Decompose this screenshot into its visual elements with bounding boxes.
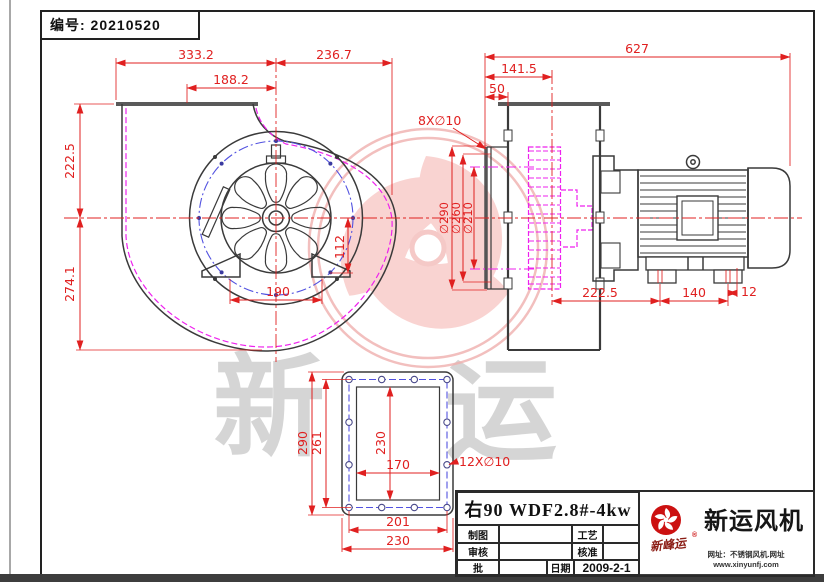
dim-side-bolt-d: ∅260 [449,202,463,234]
dimension-lines [64,53,802,553]
watermark-logo-icon [307,127,549,369]
lifting-eye [685,154,701,170]
right-foot [311,252,351,278]
dim-side-outlet-offset: 50 [489,81,505,96]
value-date: 2009-2-1 [574,560,639,575]
dim-front-total: 333.2 [178,47,214,62]
dim-flange-bolt-w: 201 [386,514,410,529]
leader-8x10 [452,127,487,150]
brand-fan-logo-icon [651,505,681,535]
dim-side-outlet-center: 141.5 [501,61,537,76]
dim-side-inlet-d: ∅210 [461,202,475,234]
label-ratified: 批 [457,560,499,575]
brand-web-url: www.xinyunfj.com [713,560,779,569]
dim-flange-holes: 12X∅10 [459,454,510,469]
dim-lines [76,53,791,553]
left-foot [201,252,241,278]
page-bottom-edge [0,574,824,582]
scroll-casing-outline [121,103,397,352]
dim-side-inlet-holes: 8X∅10 [418,113,461,128]
dim-flange-outer-h: 290 [295,431,310,455]
motor-foot-right [713,269,743,284]
motor-end-cap [747,167,791,269]
flange-inner [355,386,441,501]
motor-end-bracket [592,155,639,282]
dim-flange-outer-w: 230 [386,533,410,548]
dim-side-flange-d: ∅290 [437,202,451,234]
dim-front-footh: 112 [332,235,347,259]
flange-view [341,371,454,516]
value-ratified [499,560,547,575]
dimension-labels: 333.2 236.7 188.2 222.5 274.1 190 112 62… [62,41,757,548]
dim-side-foot-offset: 222.5 [582,285,618,300]
value-drafted [499,525,572,543]
leader-12x10 [448,458,460,465]
flange-outer [341,371,454,516]
dim-flange-inner-w: 170 [386,457,410,472]
brand-name: 新运风机 [704,509,804,535]
dim-front-right: 236.7 [316,47,352,62]
serial-number-box: 编号: 20210520 [40,10,200,40]
dim-flange-inner-h: 230 [373,431,388,455]
watermark-char-left: 新 [213,342,325,473]
brand-area: 新峰运 ® 新运风机 网址：不锈钢风机.网址 www.xinyunfj.com [639,492,814,575]
dim-front-feet: 190 [266,284,290,299]
title-block: 右90 WDF2.8#-4kw 制图 工艺 审核 核准 批 日期 2009-2-… [455,490,815,577]
value-approved [603,543,639,560]
label-date: 日期 [547,560,574,575]
centerlines [64,58,802,362]
dim-flange-bolt-h: 261 [309,431,324,455]
label-checked: 审核 [457,543,499,560]
label-approved: 核准 [572,543,603,560]
brand-web-cn: 网址：不锈钢风机.网址 [707,550,785,559]
side-view [484,102,791,351]
value-process [603,525,639,543]
dim-front-hbottom: 274.1 [62,266,77,302]
flange-bolt-holes [345,375,451,512]
page-left-edge [9,0,11,582]
dim-side-foot-edge: 12 [741,284,757,299]
motor [592,154,791,284]
brand-reg-mark: ® [692,532,698,539]
motor-base [645,256,745,271]
watermark-char-right: 运 [445,346,557,477]
label-process: 工艺 [572,525,603,543]
side-handle [201,186,231,238]
dim-side-total: 627 [625,41,649,56]
flange-bolt-line [348,378,448,509]
impeller-hidden [527,146,593,290]
scroll-inner-liner [125,107,393,348]
dim-front-htop: 222.5 [62,143,77,179]
dim-side-foot-span: 140 [682,285,706,300]
value-checked [499,543,572,560]
label-drafted: 制图 [457,525,499,543]
model-designation: 右90 WDF2.8#-4kw [457,492,639,525]
dim-front-tab: 188.2 [213,72,249,87]
